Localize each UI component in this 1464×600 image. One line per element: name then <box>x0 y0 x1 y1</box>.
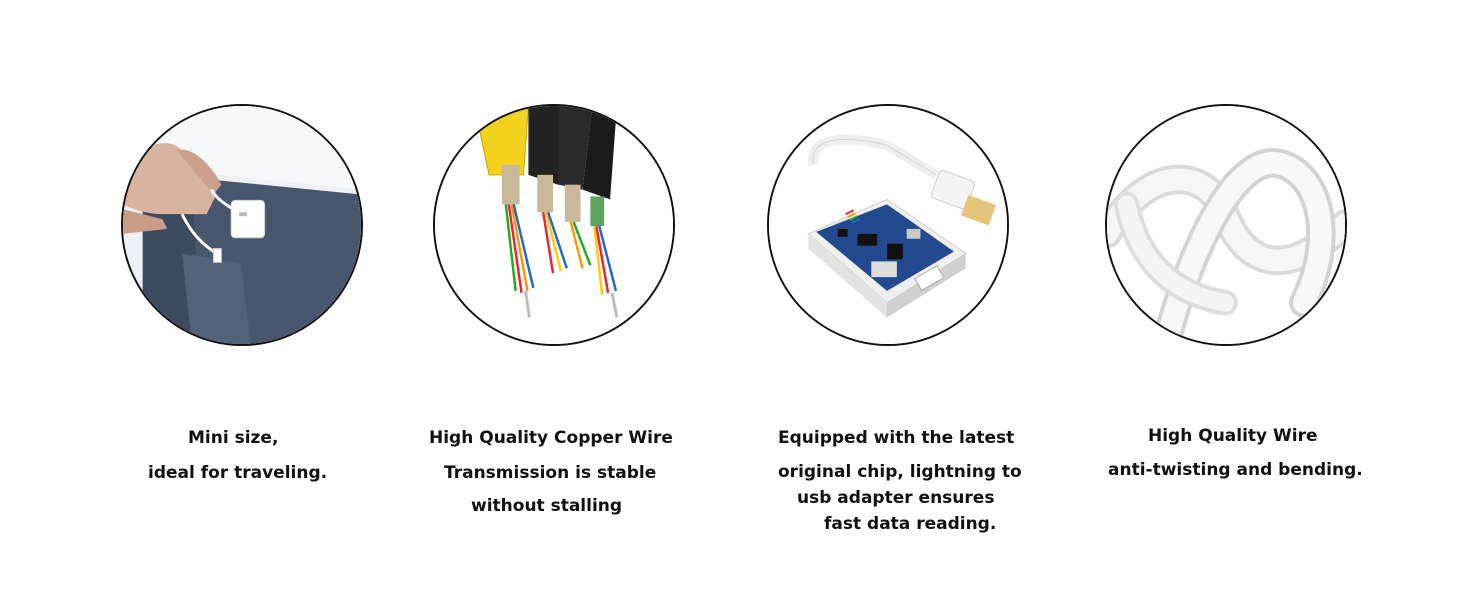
caption-line: fast data reading. <box>824 514 997 534</box>
feature-image-circle <box>767 104 1009 346</box>
feature-original-chip: Equipped with the latest original chip, … <box>760 0 1100 600</box>
caption-line: original chip, lightning to <box>778 462 1022 482</box>
caption-line: Equipped with the latest <box>778 428 1015 448</box>
feature-image-circle <box>121 104 363 346</box>
caption-line: Mini size, <box>188 428 279 448</box>
caption-line: High Quality Copper Wire <box>429 428 673 448</box>
feature-mini-size: Mini size, ideal for traveling. <box>100 0 440 600</box>
caption-line: High Quality Wire <box>1148 426 1318 446</box>
feature-quality-wire: High Quality Wire anti-twisting and bend… <box>1080 0 1420 600</box>
feature-copper-wire: High Quality Copper Wire Transmission is… <box>420 0 760 600</box>
feature-image-circle <box>1105 104 1347 346</box>
copper-wire-image <box>435 106 673 344</box>
caption-line: anti-twisting and bending. <box>1108 460 1363 480</box>
coiled-cable-image <box>1107 106 1345 344</box>
caption-line: usb adapter ensures <box>797 488 995 508</box>
adapter-board-image <box>769 106 1007 344</box>
feature-image-circle <box>433 104 675 346</box>
caption-line: Transmission is stable <box>444 463 657 483</box>
caption-line: without stalling <box>471 496 623 516</box>
caption-line: ideal for traveling. <box>148 463 328 483</box>
hand-adapter-image <box>123 106 361 344</box>
